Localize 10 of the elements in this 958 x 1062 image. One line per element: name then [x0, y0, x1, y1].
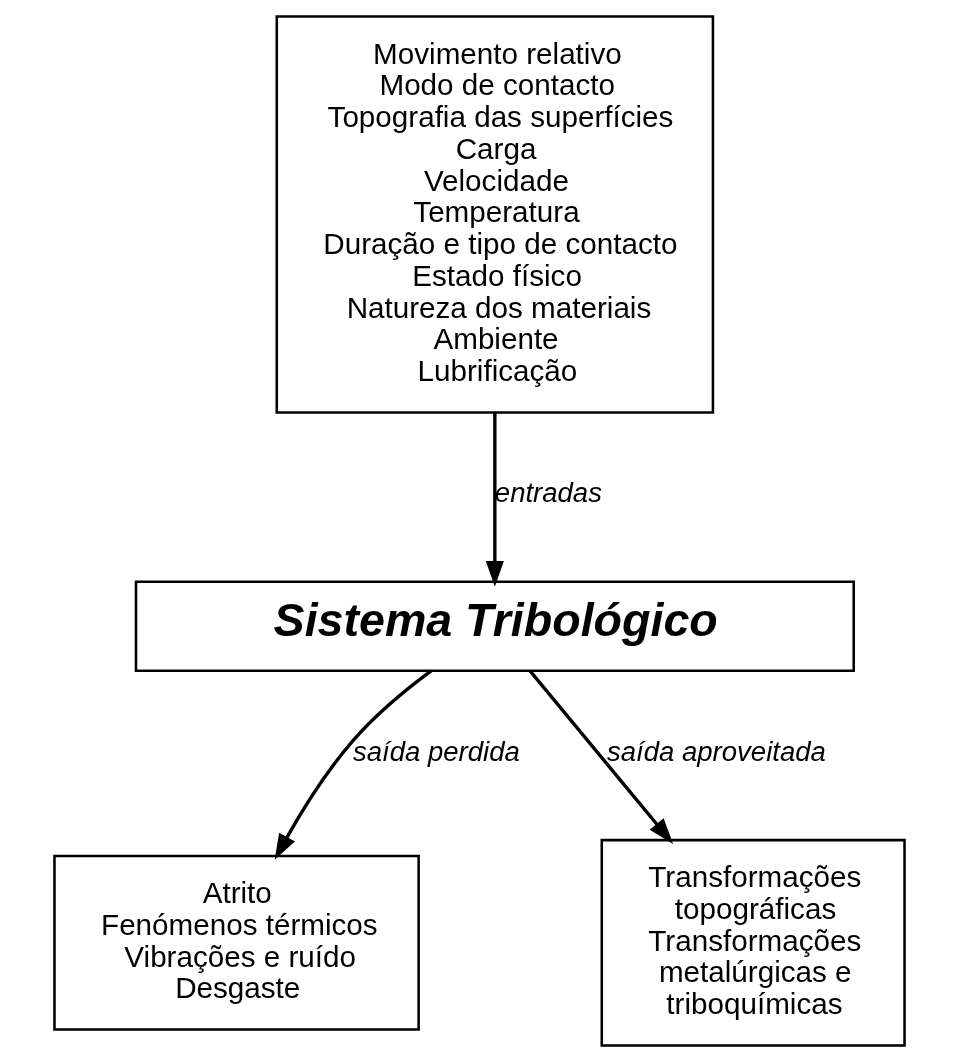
arrow — [274, 669, 432, 860]
arrow — [485, 412, 504, 587]
edge-label: entradas — [494, 477, 602, 509]
arrow — [528, 670, 673, 844]
edge-label: saída perdida — [352, 735, 520, 767]
node-box: Atrito Fenómenos térmicos Vibrações e ruído Desgaste — [52, 854, 420, 1031]
node-box: Movimento relativo Modo de contacto Topografia das superfícies Carga Velocidade Temperatura Duração e tipo de contacto Estado físico Natureza dos materiais Ambiente Lubrificação — [275, 15, 714, 414]
edge-label: saída aproveitada — [606, 735, 826, 767]
node-box: Transformações topográficas Transformações metalúrgicas e triboquímicas — [600, 838, 906, 1047]
node-box: Sistema Tribológico — [134, 580, 855, 672]
